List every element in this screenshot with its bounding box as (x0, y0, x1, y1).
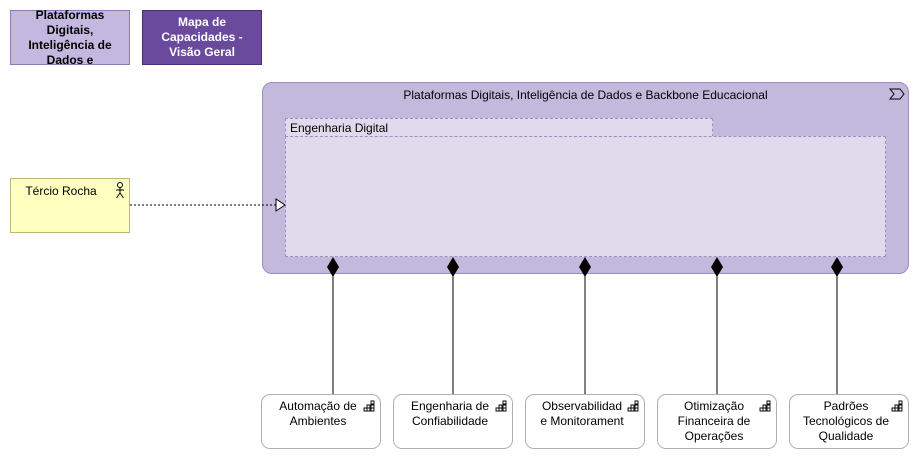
capability-label: Engenharia de Confiabilidade (410, 399, 490, 428)
composition-connector-5[interactable] (831, 257, 843, 395)
capability-icon (891, 400, 903, 412)
assignment-connector[interactable] (130, 198, 286, 212)
nav-box-mapa-capacidades[interactable]: Mapa de Capacidades - Visão Geral (142, 10, 262, 65)
capability-engenharia-confiabilidade[interactable]: Engenharia de Confiabilidade (393, 394, 513, 449)
capability-icon (363, 400, 375, 412)
composition-connector-1[interactable] (327, 257, 339, 395)
subgroup-engenharia-digital[interactable] (285, 136, 886, 257)
capability-label: Automação de Ambientes (279, 399, 357, 428)
actor-tercio-rocha[interactable]: Tércio Rocha (10, 178, 130, 233)
capability-label: Observabilidad e Monitorament (540, 399, 624, 428)
nav-box-plataformas-label: Plataformas Digitais, Inteligência de Da… (28, 7, 112, 67)
nav-box-mapa-label: Mapa de Capacidades - Visão Geral (161, 15, 243, 59)
subgroup-tab[interactable]: Engenharia Digital (285, 118, 713, 137)
capability-otimizacao-financeira[interactable]: Otimização Financeira de Operações (657, 394, 777, 449)
capability-label: Otimização Financeira de Operações (677, 399, 751, 443)
actor-icon (116, 182, 124, 199)
capability-icon (495, 400, 507, 412)
capability-padroes-tecnologicos[interactable]: Padrões Tecnológicos de Qualidade (789, 394, 909, 449)
composition-connector-2[interactable] (447, 257, 459, 395)
capability-icon (759, 400, 771, 412)
group-title: Plataformas Digitais, Inteligência de Da… (403, 88, 768, 102)
capability-observabilidade-monitoramento[interactable]: Observabilidad e Monitorament (525, 394, 645, 449)
nav-box-plataformas[interactable]: Plataformas Digitais, Inteligência de Da… (10, 7, 130, 67)
composition-connector-4[interactable] (711, 257, 723, 395)
capability-label: Padrões Tecnológicos de Qualidade (802, 399, 890, 443)
capability-icon (627, 400, 639, 412)
capability-automacao-ambientes[interactable]: Automação de Ambientes (261, 394, 381, 449)
actor-name: Tércio Rocha (25, 184, 97, 198)
value-stream-icon (889, 88, 905, 100)
composition-connector-3[interactable] (579, 257, 591, 395)
subgroup-title: Engenharia Digital (290, 121, 389, 135)
